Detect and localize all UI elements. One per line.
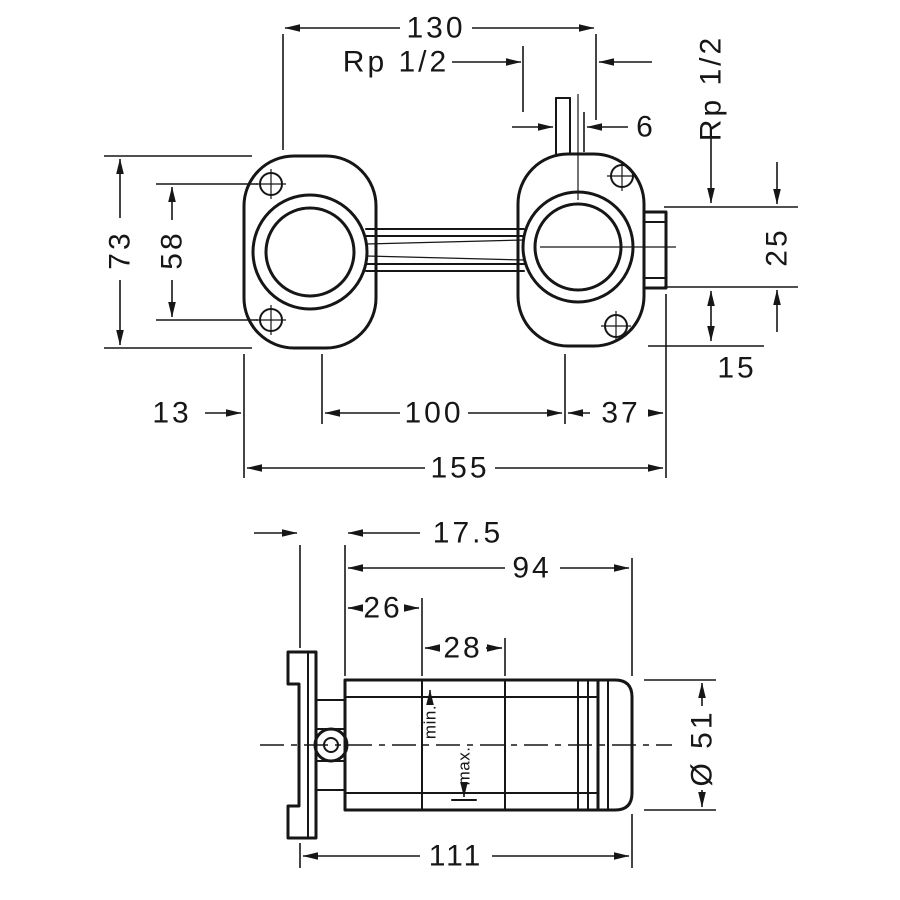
side-view-dimension-lines (254, 529, 716, 868)
dim-94-label: 94 (512, 552, 551, 585)
dim-17-5-label: 17.5 (433, 517, 503, 550)
side-view: 17.5 94 26 28 Ø 51 111 min. max. (254, 517, 719, 873)
front-view-dimension-lines (104, 24, 798, 478)
dim-25-label: 25 (761, 227, 794, 266)
dim-130-label: 130 (406, 12, 465, 45)
connecting-bridge (365, 228, 525, 272)
dim-58-label: 58 (156, 230, 189, 269)
valve-body (343, 678, 600, 812)
min-depth-label: min. (421, 705, 440, 739)
dim-37-label: 37 (601, 397, 640, 430)
side-view-labels: 17.5 94 26 28 Ø 51 111 min. max. (363, 517, 718, 873)
left-port-outer (251, 193, 369, 311)
dim-28-label: 28 (443, 632, 482, 665)
front-view-labels: 130 Rp 1/2 6 Rp 1/2 73 58 25 15 13 100 3… (104, 12, 794, 485)
thread-top-label: Rp 1/2 (343, 46, 449, 79)
dim-155-label: 155 (430, 452, 489, 485)
wall-plate (286, 650, 318, 840)
dim-13-label: 13 (152, 397, 191, 430)
thread-side-label: Rp 1/2 (695, 35, 728, 141)
dim-73-label: 73 (104, 230, 137, 269)
dim-6-label: 6 (636, 111, 656, 144)
right-flange-plate (516, 152, 646, 348)
dim-15-label: 15 (717, 352, 756, 385)
dim-26-label: 26 (363, 592, 402, 625)
left-port-inner (264, 206, 356, 298)
side-outlet-stub (642, 210, 668, 290)
front-view: 130 Rp 1/2 6 Rp 1/2 73 58 25 15 13 100 3… (104, 12, 798, 485)
side-view-part (260, 650, 672, 840)
front-view-part (242, 94, 676, 350)
left-flange-plate (242, 154, 378, 350)
dim-100-label: 100 (404, 397, 463, 430)
dim-diameter-51-label: Ø 51 (686, 709, 719, 786)
dim-111-label: 111 (429, 840, 484, 873)
top-socket (555, 97, 571, 155)
max-depth-label: max. (455, 747, 474, 786)
